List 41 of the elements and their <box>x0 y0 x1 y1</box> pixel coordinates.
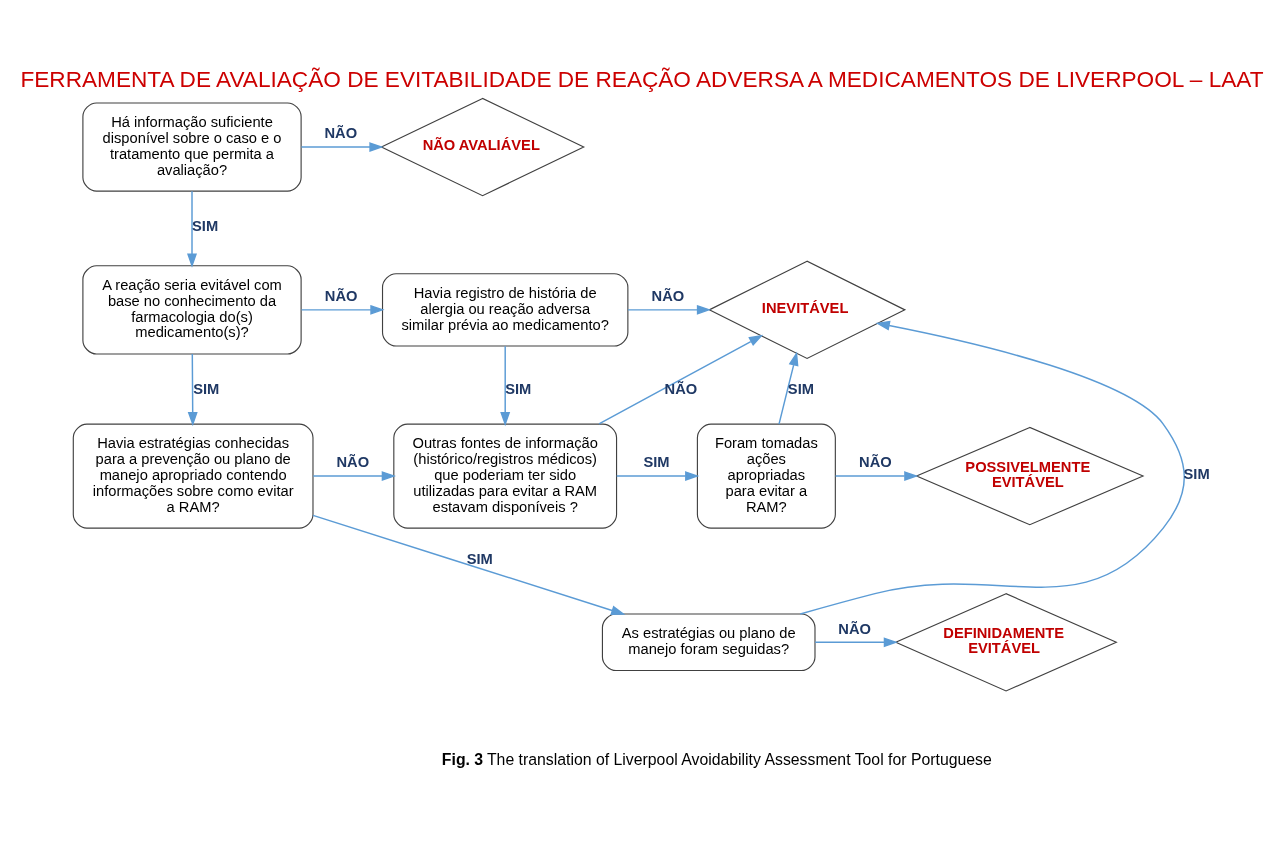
edge-label: NÃO <box>324 288 358 305</box>
arrow <box>627 304 712 315</box>
arrow <box>799 320 1185 615</box>
node-diamond: DEFINIDAMENTE EVITÁVEL <box>894 593 1118 692</box>
node-box: Havia registro de história de alergia ou reação adversa similar prévia ao medicamento? <box>381 273 629 347</box>
arrow <box>615 471 700 482</box>
arrow <box>500 345 511 427</box>
edge-label: NÃO <box>336 454 370 471</box>
arrow <box>312 514 626 616</box>
edge-label: SIM <box>643 454 670 471</box>
edge-label: SIM <box>505 380 532 397</box>
arrow <box>187 190 197 268</box>
node-box: As estratégias ou plano de manejo foram seguidas? <box>601 613 816 672</box>
arrow <box>300 304 385 315</box>
node-box: Há informação suficiente disponível sobre o caso e o tratamento que permita a avaliação? <box>82 102 302 192</box>
node-diamond: INEVITÁVEL <box>708 260 907 360</box>
arrow <box>598 334 764 425</box>
arrow <box>834 471 919 482</box>
edge-label: SIM <box>787 380 814 397</box>
diagram-title: FERRAMENTA DE AVALIAÇÃO DE EVITABILIDADE DE REAÇÃO ADVERSA A MEDICAMENTOS DE LIVERPOOL – LAAT <box>20 67 1264 93</box>
edge-label: SIM <box>1183 465 1210 482</box>
node-box: A reação seria evitável com base no conhecimento da farmacologia do(s) medicamento(s)? <box>82 265 302 355</box>
node-diamond: POSSIVELMENTE EVITÁVEL <box>915 426 1145 526</box>
arrow <box>778 351 799 425</box>
node-box: Havia estratégias conhecidas para a prevenção ou plano de manejo apropriado contendo informações sobre como evitar a RAM? <box>72 423 314 529</box>
edge-label: SIM <box>466 550 493 567</box>
caption: Fig. 3 The translation of Liverpool Avoidability Assessment Tool for Portuguese <box>441 751 992 769</box>
node-diamond: NÃO AVALIÁVEL <box>380 97 586 197</box>
edge-label: SIM <box>193 380 220 397</box>
arrow <box>300 142 384 153</box>
edge-label: NÃO <box>838 620 871 637</box>
node-box: Outras fontes de informação (histórico/registros médicos) que poderiam ter sido utilizadas para evitar a RAM estavam disponíveis ? <box>393 423 618 529</box>
edge-label: NÃO <box>324 125 358 142</box>
arrow <box>312 471 396 482</box>
edge-label: SIM <box>192 218 219 235</box>
edge-label: NÃO <box>664 380 698 397</box>
edge-label: NÃO <box>651 288 685 305</box>
arrow <box>187 353 198 427</box>
node-box: Foram tomadas ações apropriadas para evitar a RAM? <box>696 423 836 529</box>
edge-label: NÃO <box>859 454 892 471</box>
arrow <box>814 637 898 648</box>
